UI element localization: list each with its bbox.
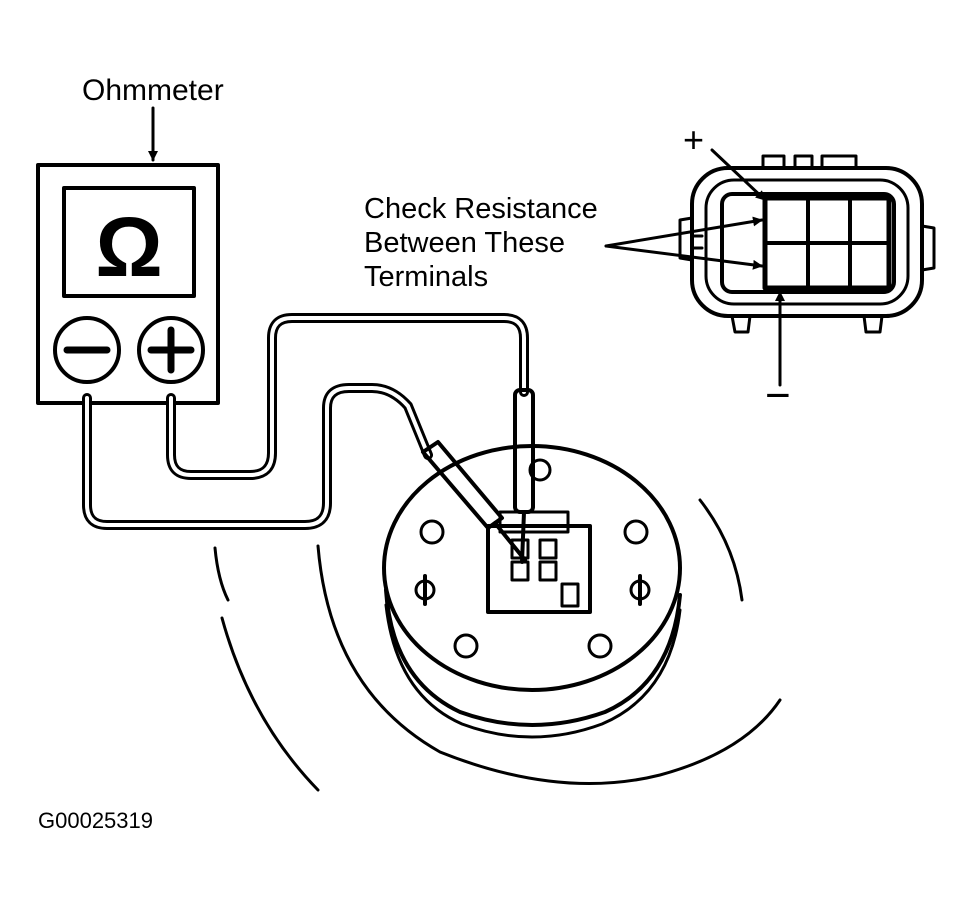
check-resistance-line1: Check Resistance (364, 193, 598, 225)
ohmmeter-label: Ohmmeter (82, 74, 224, 107)
minus-terminal-icon (53, 316, 121, 384)
connector-plus-label: + (683, 119, 704, 160)
negative-test-lead (82, 383, 433, 530)
terminal-pointer-upper (604, 216, 764, 248)
connector-inset (678, 154, 936, 334)
plus-terminal-icon (137, 316, 205, 384)
plus-terminal-arrow (710, 148, 767, 202)
ohmmeter-body (36, 163, 220, 405)
fuel-pump-assembly (213, 444, 782, 792)
ohmmeter-display (62, 186, 196, 298)
check-resistance-line2: Between These (364, 227, 565, 259)
figure-code: G00025319 (38, 808, 153, 833)
negative-probe (421, 440, 527, 562)
omega-symbol: Ω (95, 200, 162, 294)
positive-test-lead-inner (169, 316, 526, 477)
check-resistance-line3: Terminals (364, 261, 488, 293)
connector-minus-label: − (765, 371, 791, 420)
negative-test-lead-inner (85, 386, 430, 527)
positive-test-lead (166, 313, 529, 480)
terminal-pointer-lower (604, 244, 764, 270)
